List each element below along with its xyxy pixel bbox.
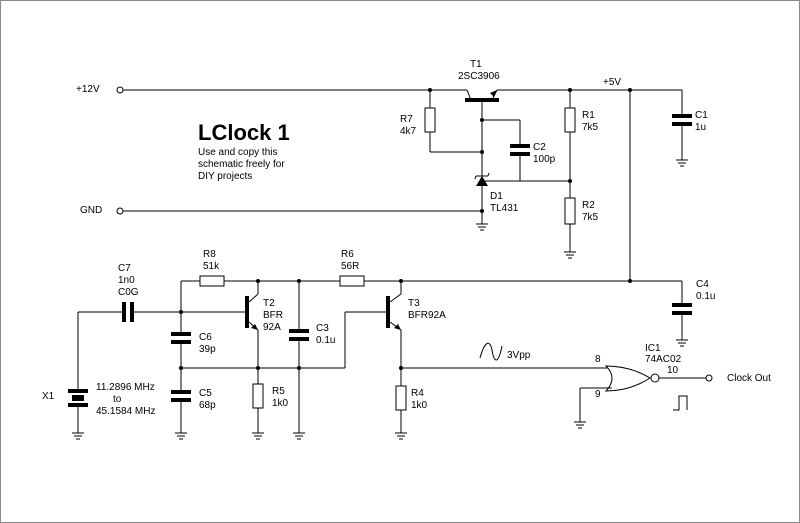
terminal-clock-out[interactable] [705, 374, 713, 382]
c2-value: 100p [533, 154, 556, 165]
resistor-r5: R5 1k0 [252, 383, 289, 440]
resistor-r8: R8 51k [199, 249, 225, 287]
t3-value: BFR92A [408, 310, 446, 321]
c4-value: 0.1u [696, 291, 715, 302]
clock-out-label: Clock Out [727, 373, 771, 384]
schematic-title: LClock 1 [198, 120, 290, 145]
diode-d1: D1 TL431 [474, 172, 519, 231]
resistor-r4: R4 1k0 [395, 385, 428, 440]
ic1-value: 74AC02 [645, 354, 682, 365]
transistor-t3: T3 BFR92A [386, 281, 446, 386]
r8-ref: R8 [203, 249, 216, 260]
ic1-ref: IC1 [645, 343, 661, 354]
c7-value2: C0G [118, 287, 139, 298]
t1-ref: T1 [470, 59, 482, 70]
t2-ref: T2 [263, 298, 275, 309]
transistor-t2: T2 BFR 92A [181, 281, 283, 384]
capacitor-c1: C1 1u [672, 90, 708, 167]
r1-ref: R1 [582, 110, 595, 121]
t3-ref: T3 [408, 298, 420, 309]
note-line-2: schematic freely for [198, 159, 285, 170]
r4-value: 1k0 [411, 400, 428, 411]
c4-ref: C4 [696, 279, 709, 290]
c1-ref: C1 [695, 110, 708, 121]
capacitor-c7: C7 1n0 C0G [118, 263, 139, 322]
resistor-r1: R1 7k5 [564, 90, 599, 181]
signal-amplitude: 3Vpp [507, 350, 531, 361]
transistor-t1: T1 2SC3906 [458, 59, 500, 120]
nor-gate-ic1: IC1 74AC02 8 9 10 [574, 343, 706, 429]
rail-label-gnd: GND [80, 205, 102, 216]
x1-freq-high: 45.1584 MHz [96, 406, 155, 417]
r5-value: 1k0 [272, 398, 289, 409]
crystal-x1: X1 11.2896 MHz to 45.1584 MHz [42, 312, 155, 440]
r5-ref: R5 [272, 386, 285, 397]
note-line-3: DIY projects [198, 171, 252, 182]
capacitor-c2: C2 100p [510, 120, 556, 181]
note-line-1: Use and copy this [198, 147, 278, 158]
c3-ref: C3 [316, 323, 329, 334]
x1-ref: X1 [42, 391, 55, 402]
capacitor-c4: C4 0.1u [672, 279, 715, 347]
capacitor-c5: C5 68p [171, 388, 216, 440]
r6-value: 56R [341, 261, 359, 272]
c2-ref: C2 [533, 142, 546, 153]
sine-wave-icon [479, 342, 503, 361]
r1-value: 7k5 [582, 122, 599, 133]
terminal-gnd[interactable] [116, 207, 124, 215]
c7-ref: C7 [118, 263, 131, 274]
ic1-pin-10: 10 [667, 365, 679, 376]
ic1-pin-8: 8 [595, 354, 601, 365]
capacitor-c3: C3 0.1u [289, 281, 335, 440]
rail-label-12v: +12V [76, 84, 100, 95]
c6-value: 39p [199, 344, 216, 355]
x1-to: to [113, 394, 122, 405]
resistor-r6: R6 56R [339, 249, 365, 287]
t2-value2: 92A [263, 322, 281, 333]
capacitor-c6: C6 39p [171, 330, 216, 390]
terminal-12v[interactable] [116, 86, 124, 94]
c6-ref: C6 [199, 332, 212, 343]
resistor-r2: R2 7k5 [564, 181, 599, 259]
r8-value: 51k [203, 261, 220, 272]
c5-ref: C5 [199, 388, 212, 399]
r2-value: 7k5 [582, 212, 599, 223]
ic1-pin-9: 9 [595, 389, 601, 400]
d1-ref: D1 [490, 191, 503, 202]
c7-value: 1n0 [118, 275, 135, 286]
d1-value: TL431 [490, 203, 519, 214]
c1-value: 1u [695, 122, 706, 133]
square-wave-icon [673, 395, 688, 411]
c3-value: 0.1u [316, 335, 335, 346]
t1-value: 2SC3906 [458, 71, 500, 82]
rail-label-5v: +5V [603, 77, 621, 88]
r7-ref: R7 [400, 114, 413, 125]
x1-freq-low: 11.2896 MHz [96, 382, 155, 393]
r7-value: 4k7 [400, 126, 417, 137]
r2-ref: R2 [582, 200, 595, 211]
resistor-r7: R7 4k7 [400, 90, 480, 153]
c5-value: 68p [199, 400, 216, 411]
r6-ref: R6 [341, 249, 354, 260]
r4-ref: R4 [411, 388, 424, 399]
t2-value: BFR [263, 310, 283, 321]
